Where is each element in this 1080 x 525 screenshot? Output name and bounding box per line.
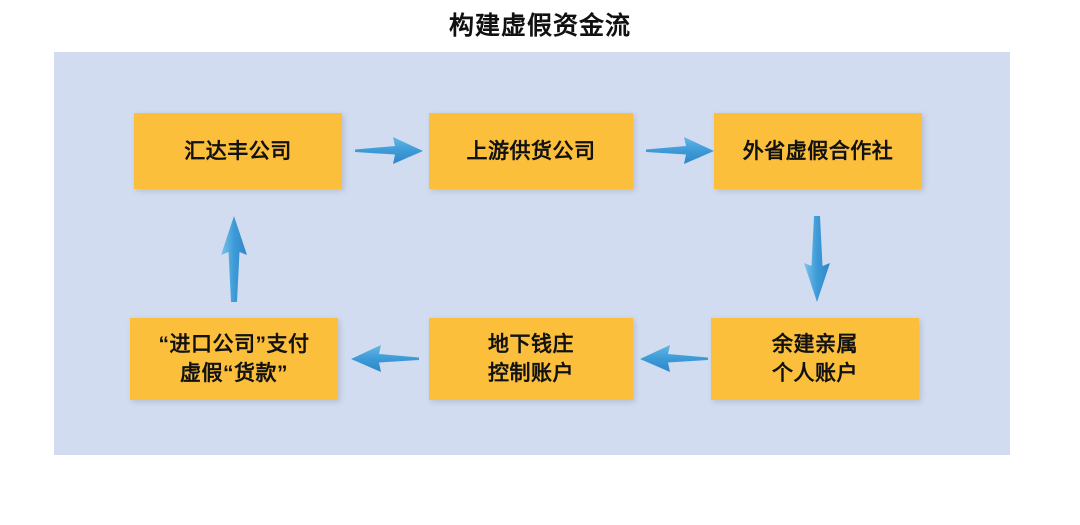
arrow-down-icon-cooperative-to-relative	[803, 216, 831, 302]
node-underground-bank-label: 地下钱庄 控制账户	[488, 333, 574, 385]
node-cooperative-label: 外省虚假合作社	[742, 139, 894, 163]
arrow-right-icon-huidafeng-to-supplier	[355, 137, 423, 165]
arrow-left-icon-underground-to-import	[351, 345, 419, 373]
arrow-left-icon-relative-to-underground	[640, 345, 708, 373]
node-relative-account[interactable]: 余建亲属 个人账户	[711, 318, 919, 400]
node-huidafeng-label: 汇达丰公司	[184, 139, 292, 163]
node-import-company-label: “进口公司”支付 虚假“货款”	[158, 333, 310, 385]
node-import-company[interactable]: “进口公司”支付 虚假“货款”	[130, 318, 338, 400]
node-cooperative[interactable]: 外省虚假合作社	[714, 113, 922, 189]
page-title: 构建虚假资金流	[448, 12, 631, 40]
arrow-up-icon-import-to-huidafeng	[220, 216, 248, 302]
node-underground-bank[interactable]: 地下钱庄 控制账户	[429, 318, 633, 400]
node-supplier-label: 上游供货公司	[466, 139, 596, 163]
node-supplier[interactable]: 上游供货公司	[429, 113, 633, 189]
node-huidafeng[interactable]: 汇达丰公司	[134, 113, 342, 189]
arrow-right-icon-supplier-to-cooperative	[646, 137, 714, 165]
flowchart-panel: 汇达丰公司 上游供货公司 外省虚假合作社 “进口公司”支付 虚假“货款” 地下钱…	[54, 52, 1010, 455]
node-relative-account-label: 余建亲属 个人账户	[772, 333, 858, 385]
